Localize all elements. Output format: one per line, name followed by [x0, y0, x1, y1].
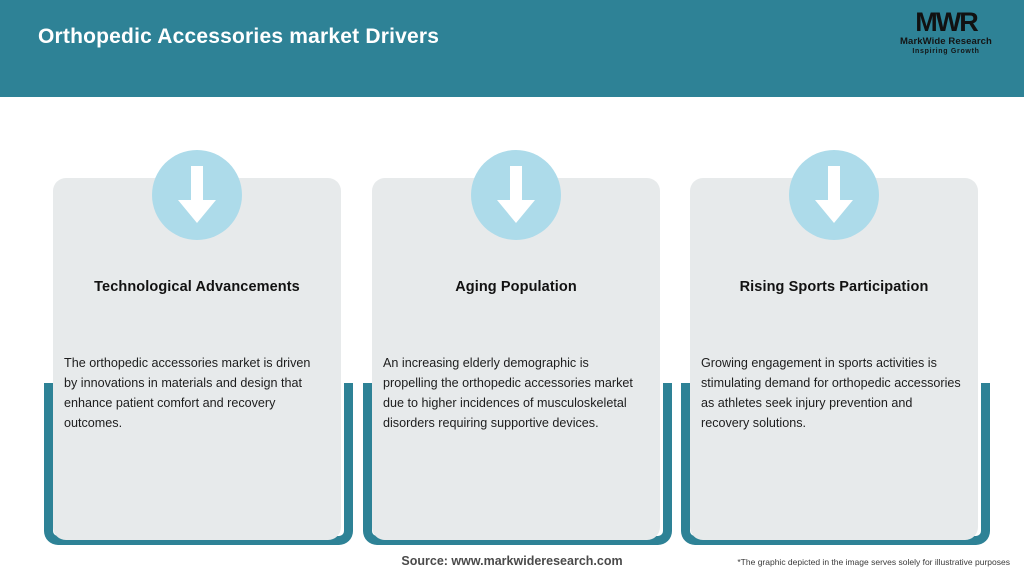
logo-monogram: MWR — [915, 7, 978, 37]
driver-card-3: Rising Sports Participation Growing enga… — [679, 150, 999, 550]
logo-company-name: MarkWide Research — [900, 36, 992, 47]
driver-card-2: Aging Population An increasing elderly d… — [361, 150, 681, 550]
down-arrow-icon — [152, 150, 242, 240]
card-description: An increasing elderly demographic is pro… — [383, 356, 633, 430]
down-arrow-icon — [789, 150, 879, 240]
header-bar: Orthopedic Accessories market Drivers MW… — [0, 0, 1024, 97]
card-panel: Technological Advancements The orthopedi… — [53, 178, 341, 540]
page-title: Orthopedic Accessories market Drivers — [38, 25, 440, 48]
card-accent-frame — [681, 383, 990, 545]
card-title: Aging Population — [455, 279, 577, 295]
card-panel: Rising Sports Participation Growing enga… — [690, 178, 978, 540]
card-description: Growing engagement in sports activities … — [701, 356, 961, 430]
source-label: Source: www.markwideresearch.com — [401, 554, 623, 568]
brand-logo: MWR MarkWide Research Inspiring Growth — [886, 8, 1006, 60]
driver-card-1: Technological Advancements The orthopedi… — [42, 150, 362, 550]
disclaimer-note: *The graphic depicted in the image serve… — [737, 557, 1010, 567]
card-title: Technological Advancements — [94, 279, 300, 295]
card-title: Rising Sports Participation — [739, 279, 929, 295]
card-description: The orthopedic accessories market is dri… — [64, 356, 311, 430]
card-accent-frame — [363, 383, 672, 545]
card-accent-frame — [44, 383, 353, 545]
logo-tagline: Inspiring Growth — [912, 48, 980, 55]
down-arrow-icon — [471, 150, 561, 240]
